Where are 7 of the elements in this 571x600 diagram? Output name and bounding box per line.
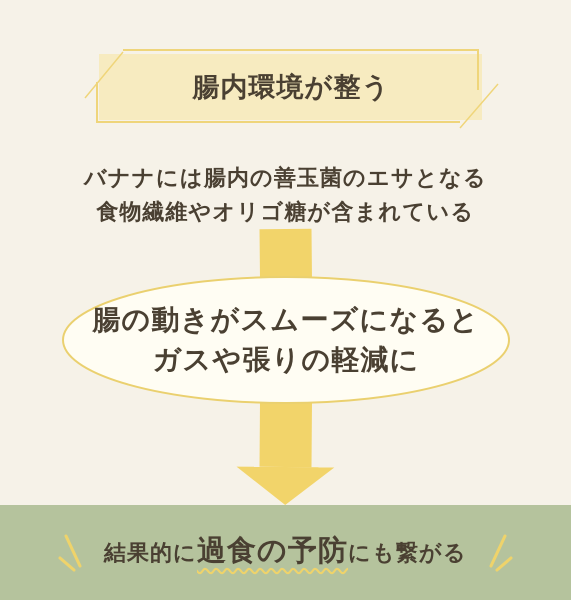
heading-text: 腸内環境が整う (192, 70, 390, 104)
result-text: 結果的に過食の予防にも繋がる (104, 532, 467, 568)
body-text: バナナには腸内の善玉菌のエサとなる食物繊維やオリゴ糖が含まれている (73, 163, 498, 229)
arrow (236, 402, 334, 505)
result-ellipse (62, 276, 510, 404)
ellipse-text: 腸の動きがスムーズになるとガスや張りの軽減に (91, 302, 480, 378)
result-band (0, 505, 571, 600)
